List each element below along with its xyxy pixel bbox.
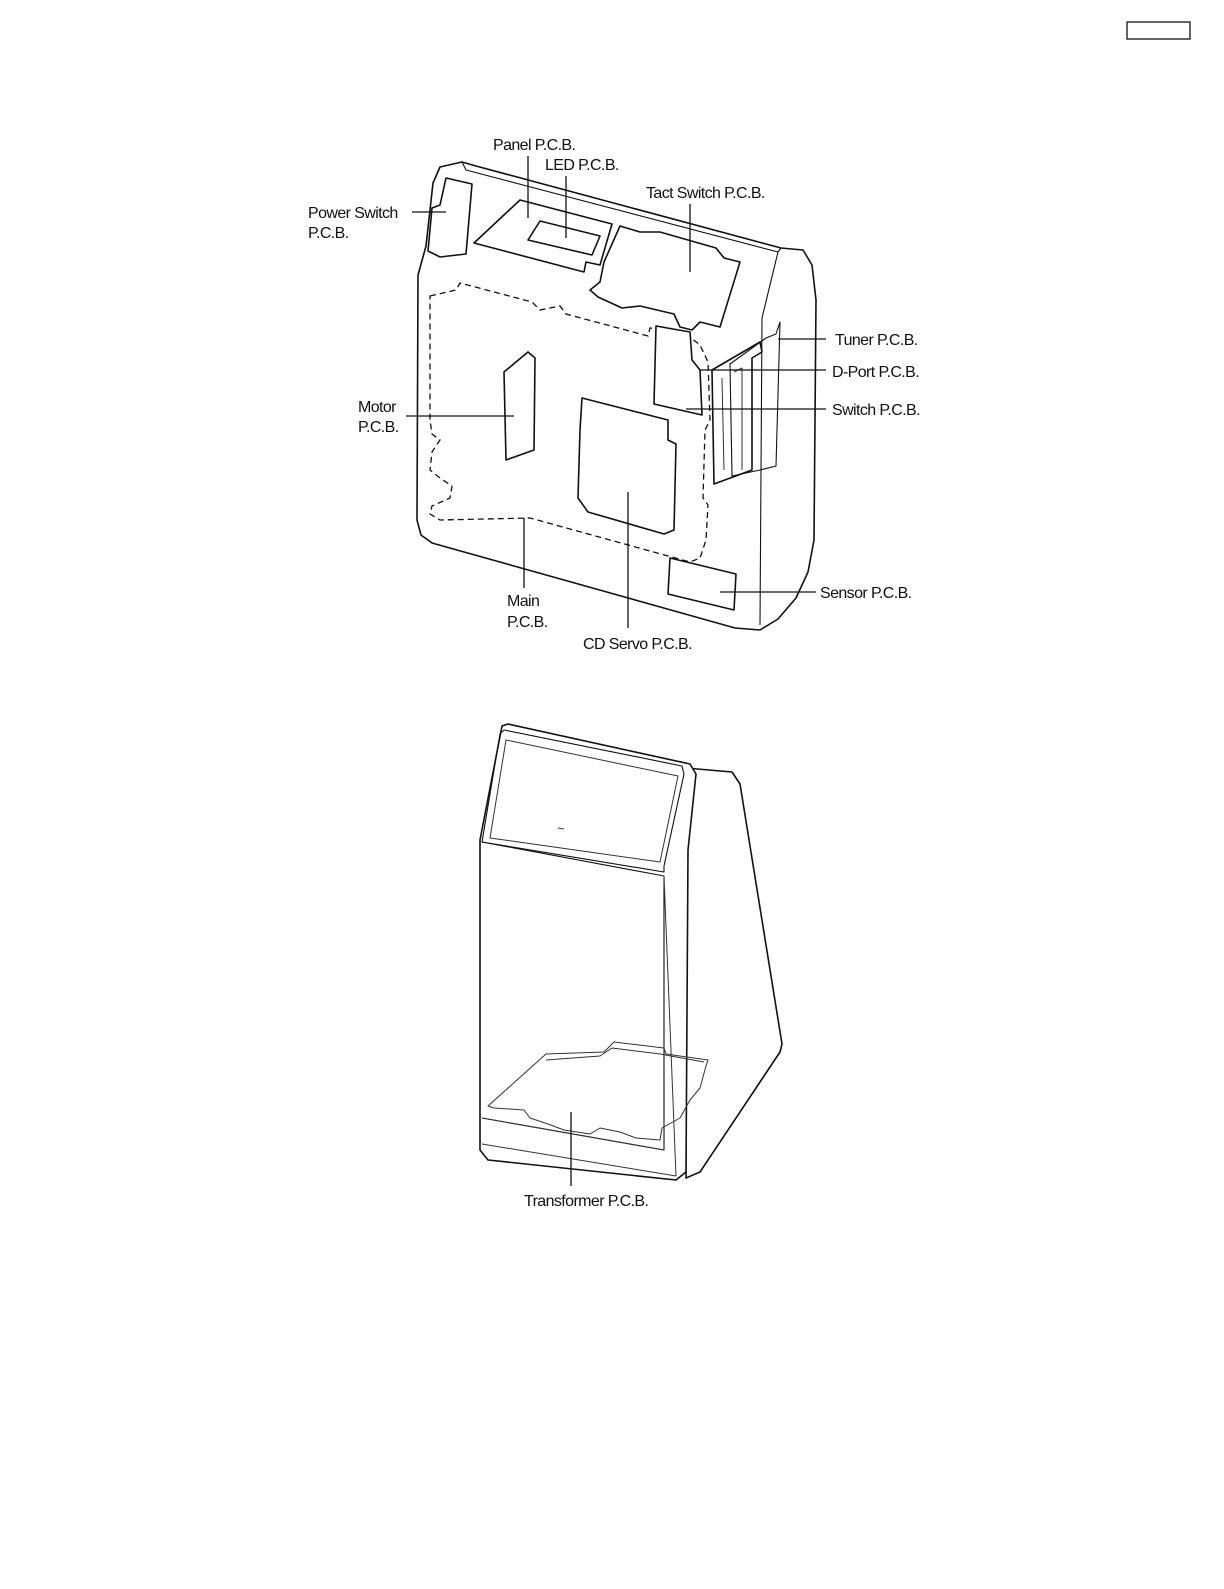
unit-side-wedge: [686, 768, 782, 1178]
page-tag-box: [1127, 22, 1190, 39]
label-panel-pcb: Panel P.C.B.: [493, 137, 575, 154]
motor-pcb: [504, 352, 535, 460]
label-sensor-pcb: Sensor P.C.B.: [820, 585, 912, 602]
top-unit-diagram: Panel P.C.B. LED P.C.B. Tact Switch P.C.…: [308, 137, 920, 653]
label-tuner-pcb: Tuner P.C.B.: [835, 332, 918, 349]
label-tact-switch-pcb: Tact Switch P.C.B.: [646, 185, 765, 202]
label-cd-servo-pcb: CD Servo P.C.B.: [583, 636, 692, 653]
cd-servo-pcb: [578, 398, 676, 534]
label-transformer-pcb: Transformer P.C.B.: [524, 1193, 648, 1210]
label-led-pcb: LED P.C.B.: [545, 157, 619, 174]
label-motor-line1: Motor: [358, 399, 397, 416]
label-dport-pcb: D-Port P.C.B.: [832, 364, 919, 381]
label-motor-line2: P.C.B.: [358, 419, 399, 436]
label-switch-pcb: Switch P.C.B.: [832, 402, 920, 419]
label-power-switch-line1: Power Switch: [308, 205, 398, 222]
label-main-line2: P.C.B.: [507, 614, 548, 631]
bottom-unit-diagram: Transformer P.C.B.: [480, 724, 782, 1210]
label-power-switch-line2: P.C.B.: [308, 225, 349, 242]
label-main-line1: Main: [507, 593, 539, 610]
